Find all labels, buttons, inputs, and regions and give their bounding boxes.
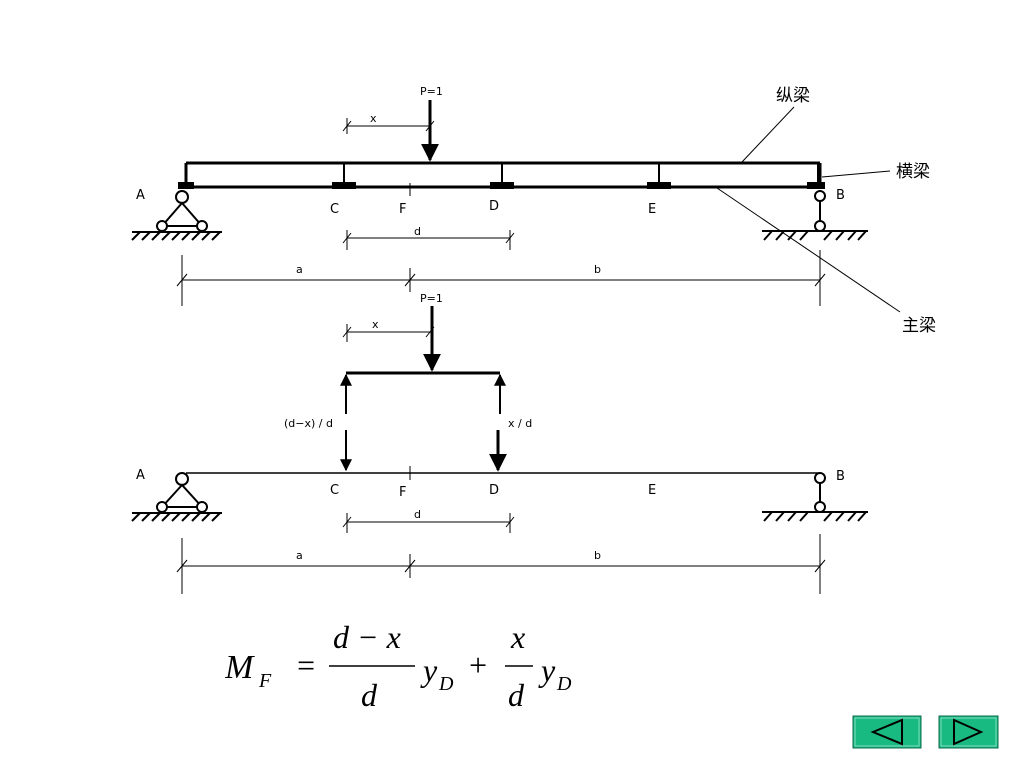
roller-support-b-2 (762, 472, 868, 522)
formula-eq: = (295, 647, 317, 683)
callout-main-girder: 主梁 (902, 316, 936, 336)
roller-support-b (762, 190, 868, 241)
arrow-left-icon (870, 718, 903, 746)
reaction-right-label: x / d (508, 417, 532, 430)
node-f: F (399, 202, 406, 217)
top-diagram: P=1 x A C F D E B (131, 85, 936, 336)
next-slide-button[interactable] (938, 715, 999, 749)
formula-lhs: M (225, 649, 255, 686)
dim-a-label-2: a (296, 549, 303, 562)
dim-d-label: d (414, 225, 421, 238)
formula-y2: y (538, 652, 556, 688)
prev-slide-button[interactable] (852, 715, 922, 749)
node-f-2: F (399, 485, 406, 500)
dim-x-label-2: x (372, 318, 379, 331)
node-d: D (489, 199, 499, 214)
callout-crossbeam: 横梁 (896, 162, 930, 182)
node-c: C (330, 202, 339, 217)
formula-num2: x (510, 619, 525, 655)
formula-num1: d − x (333, 619, 401, 655)
load-label: P=1 (420, 85, 443, 98)
pin-support-a (131, 190, 222, 241)
formula-den1: d (361, 677, 378, 713)
node-a-2: A (136, 468, 145, 483)
formula-lhs-sub: F (258, 670, 272, 692)
dim-a-label: a (296, 263, 303, 276)
crossbeams (178, 163, 825, 189)
node-d-2: D (489, 483, 499, 498)
formula-den2: d (508, 677, 525, 713)
dim-b-label: b (594, 263, 601, 276)
node-e: E (648, 202, 656, 217)
dim-b-label-2: b (594, 549, 601, 562)
formula-plus: + (467, 647, 489, 683)
node-b: B (836, 188, 845, 203)
formula-y1-sub: D (438, 673, 454, 695)
node-e-2: E (648, 483, 656, 498)
bottom-diagram: P=1 x (d−x) / d x / d A C F D E B (131, 292, 868, 594)
formula-y2-sub: D (556, 673, 572, 695)
load-label-2: P=1 (420, 292, 443, 305)
formula: M F = d − x d y D + x d y D (225, 619, 572, 713)
formula-y1: y (420, 652, 438, 688)
callout-stringer: 纵梁 (776, 86, 810, 106)
arrow-right-icon (953, 718, 984, 746)
node-b-2: B (836, 469, 845, 484)
pin-support-a-2 (131, 472, 222, 522)
reaction-left-label: (d−x) / d (284, 417, 333, 430)
node-c-2: C (330, 483, 339, 498)
dim-x-label: x (370, 112, 377, 125)
node-a: A (136, 188, 145, 203)
dim-d-label-2: d (414, 508, 421, 521)
